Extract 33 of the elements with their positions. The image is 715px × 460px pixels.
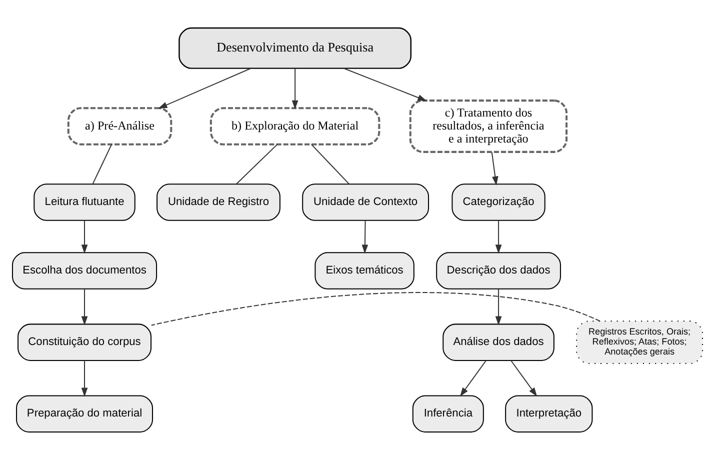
node-box: Unidade de Registro bbox=[156, 184, 280, 221]
connector bbox=[151, 292, 600, 326]
arrow bbox=[362, 220, 368, 254]
connector bbox=[92, 144, 112, 184]
arrow bbox=[344, 68, 427, 101]
connector bbox=[236, 144, 278, 184]
arrow bbox=[510, 360, 538, 397]
node-box: Interpretação bbox=[505, 395, 593, 432]
arrow bbox=[460, 360, 486, 397]
node-box: Escolha dos documentos bbox=[12, 252, 158, 290]
node-box: Eixos temáticos bbox=[314, 252, 414, 290]
arrow bbox=[81, 360, 88, 397]
arrow bbox=[81, 289, 88, 326]
node-box: b) Exploração do Material bbox=[210, 107, 380, 146]
node-box: Análise dos dados bbox=[442, 324, 554, 361]
arrow bbox=[491, 152, 498, 186]
arrow bbox=[158, 68, 252, 109]
node-box: Registros Escritos, Orais; Reflexivos; Atas; Fotos; Anotações gerais bbox=[576, 320, 704, 364]
connector bbox=[311, 144, 350, 184]
arrow bbox=[81, 220, 88, 254]
node-box: Descrição dos dados bbox=[436, 252, 561, 290]
node-box: Leitura flutuante bbox=[34, 184, 136, 221]
arrow bbox=[292, 68, 298, 110]
node-box: a) Pré-Análise bbox=[67, 107, 172, 146]
node-box: Inferência bbox=[412, 395, 484, 432]
node-box: Unidade de Contexto bbox=[302, 184, 430, 221]
node-box: Constituição do corpus bbox=[18, 324, 152, 361]
node-box: c) Tratamento dos resultados, a inferência e a interpretação bbox=[409, 100, 568, 153]
arrow bbox=[495, 220, 502, 254]
node-box: Categorização bbox=[452, 184, 546, 221]
arrow bbox=[495, 289, 502, 326]
node-box: Desenvolvimento da Pesquisa bbox=[178, 27, 412, 69]
node-box: Preparação do material bbox=[16, 395, 153, 432]
